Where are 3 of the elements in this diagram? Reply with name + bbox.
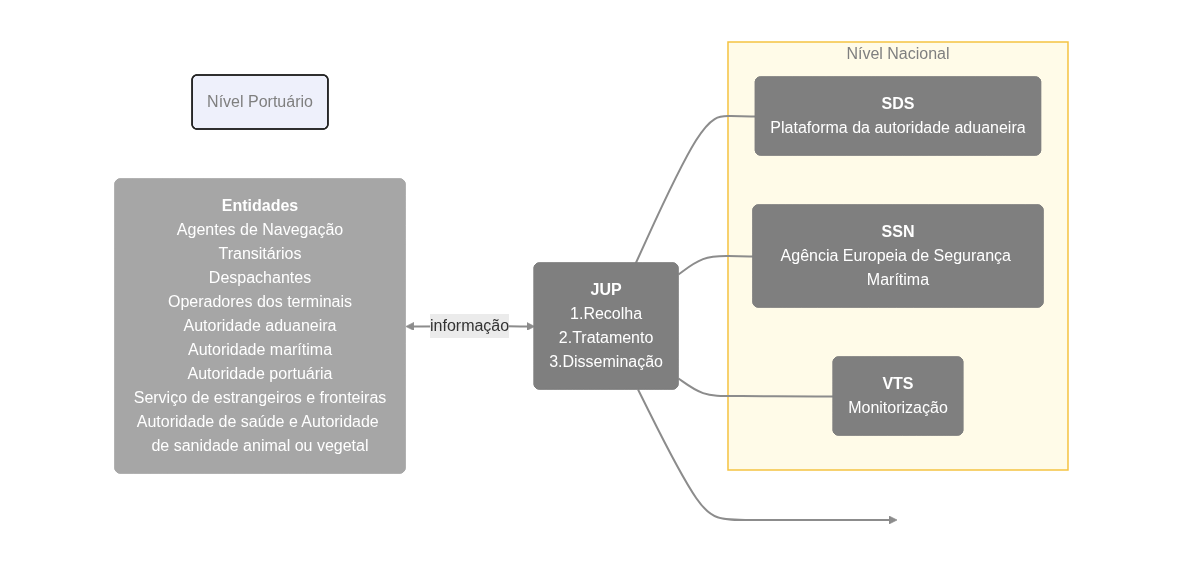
connector <box>677 254 754 276</box>
arrow <box>636 388 897 524</box>
edge-label: informação <box>429 316 509 334</box>
